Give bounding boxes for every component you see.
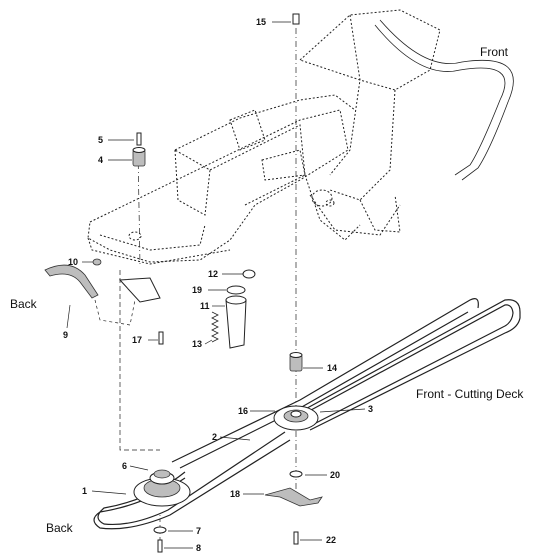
part-number-8: 8 (196, 543, 201, 553)
part-number-15: 15 (256, 17, 266, 27)
washer-19 (226, 285, 246, 295)
engine-pulley (133, 469, 191, 507)
part-number-17: 17 (132, 335, 142, 345)
bracket-9 (44, 264, 99, 299)
part-number-16: 16 (238, 406, 248, 416)
label-front: Front (480, 45, 509, 59)
nut-10 (92, 258, 102, 266)
part-number-2: 2 (212, 432, 217, 442)
bolt-17 (158, 331, 164, 345)
steering-tube (374, 19, 514, 181)
part-number-22: 22 (326, 535, 336, 545)
idler-arm-11 (225, 295, 247, 349)
belt-3 (299, 299, 521, 431)
bushing-4 (132, 147, 146, 167)
spacer-14 (289, 352, 303, 372)
label-front-cutting-deck: Front - Cutting Deck (416, 387, 524, 401)
clip-12 (242, 269, 256, 279)
spring-13 (211, 311, 219, 343)
bracket-18 (264, 487, 323, 507)
label-back-bottom: Back (46, 521, 74, 535)
pin-5 (136, 132, 142, 146)
part-number-19: 19 (192, 285, 202, 295)
part-number-20: 20 (330, 470, 340, 480)
deck-pulley (273, 405, 319, 431)
part-number-5: 5 (98, 135, 103, 145)
washer-20 (289, 470, 303, 478)
part-number-6: 6 (122, 461, 127, 471)
part-number-13: 13 (192, 339, 202, 349)
part-number-9: 9 (63, 330, 68, 340)
bolt-15 (292, 13, 300, 25)
leader-lines (66, 21, 366, 549)
bolt-22 (293, 531, 299, 545)
part-number-1: 1 (82, 486, 87, 496)
label-back-top: Back (10, 297, 38, 311)
part-number-4: 4 (98, 155, 103, 165)
part-number-18: 18 (230, 489, 240, 499)
part-number-11: 11 (200, 301, 210, 311)
belt-2 (93, 439, 291, 530)
part-number-7: 7 (196, 526, 201, 536)
part-number-14: 14 (327, 363, 337, 373)
chassis-frame (87, 9, 441, 265)
part-number-12: 12 (208, 269, 218, 279)
part-number-3: 3 (368, 404, 373, 414)
washer-7 (153, 526, 167, 534)
mount-bracket (118, 277, 161, 303)
part-number-10: 10 (68, 257, 78, 267)
bolt-8 (157, 539, 163, 553)
